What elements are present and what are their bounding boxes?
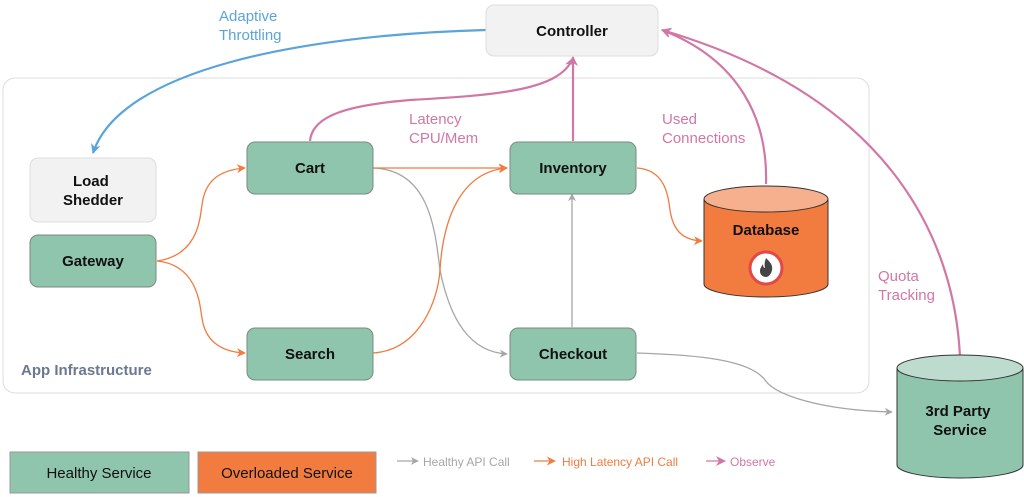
app-infrastructure-label: App Infrastructure <box>21 362 152 379</box>
third-party-service-node[interactable]: 3rd Party Service <box>896 354 1024 479</box>
svg-text:Healthy API Call: Healthy API Call <box>423 455 510 469</box>
edge-checkout-3rdparty <box>636 352 893 416</box>
legend-high-latency-api-call: High Latency API Call <box>534 455 678 469</box>
inventory-label: Inventory <box>539 160 607 177</box>
search-label: Search <box>285 346 335 363</box>
edge-gateway-search <box>156 260 246 358</box>
cart-label: Cart <box>295 160 325 177</box>
edge-search-inventory <box>372 164 508 354</box>
latency-cpu-mem-label: Latency CPU/Mem <box>409 111 478 147</box>
controller-node[interactable]: Controller <box>485 4 659 57</box>
edge-inventory-database <box>636 167 703 246</box>
database-node[interactable]: Database <box>703 185 829 298</box>
checkout-node[interactable]: Checkout <box>509 327 637 381</box>
load-shedder-label: Load Shedder <box>63 173 123 209</box>
controller-label: Controller <box>536 23 608 40</box>
gateway-label: Gateway <box>62 253 124 270</box>
edge-3rdparty-controller <box>661 27 962 358</box>
fire-icon <box>748 250 784 286</box>
edge-database-controller <box>661 28 768 185</box>
svg-text:Observe: Observe <box>730 455 776 469</box>
database-label: Database <box>733 222 800 239</box>
svg-text:High Latency API Call: High Latency API Call <box>562 455 678 469</box>
third-party-service-label: 3rd Party Service <box>925 403 994 439</box>
app-infrastructure-group <box>2 77 870 394</box>
gateway-node[interactable]: Gateway <box>29 234 157 288</box>
legend-overloaded-service: Overloaded Service <box>197 451 377 494</box>
svg-text:Overloaded Service: Overloaded Service <box>221 465 353 482</box>
checkout-label: Checkout <box>539 346 607 363</box>
load-shedder-node[interactable]: Load Shedder <box>29 157 157 223</box>
edge-gateway-cart <box>156 164 246 262</box>
svg-text:Healthy Service: Healthy Service <box>46 465 151 482</box>
adaptive-throttling-label: Adaptive Throttling <box>219 8 282 44</box>
quota-tracking-label: Quota Tracking <box>878 268 935 304</box>
legend-healthy-service: Healthy Service <box>9 451 190 494</box>
legend-healthy-api-call: Healthy API Call <box>397 455 510 469</box>
legend: Healthy Service Overloaded Service Healt… <box>9 451 776 494</box>
legend-observe: Observe <box>706 455 776 469</box>
cart-node[interactable]: Cart <box>246 141 374 195</box>
used-connections-label: Used Connections <box>662 111 745 147</box>
edge-cart-controller <box>308 57 575 142</box>
inventory-node[interactable]: Inventory <box>509 141 637 195</box>
edge-controller-loadshedder <box>91 28 487 154</box>
search-node[interactable]: Search <box>246 327 374 381</box>
